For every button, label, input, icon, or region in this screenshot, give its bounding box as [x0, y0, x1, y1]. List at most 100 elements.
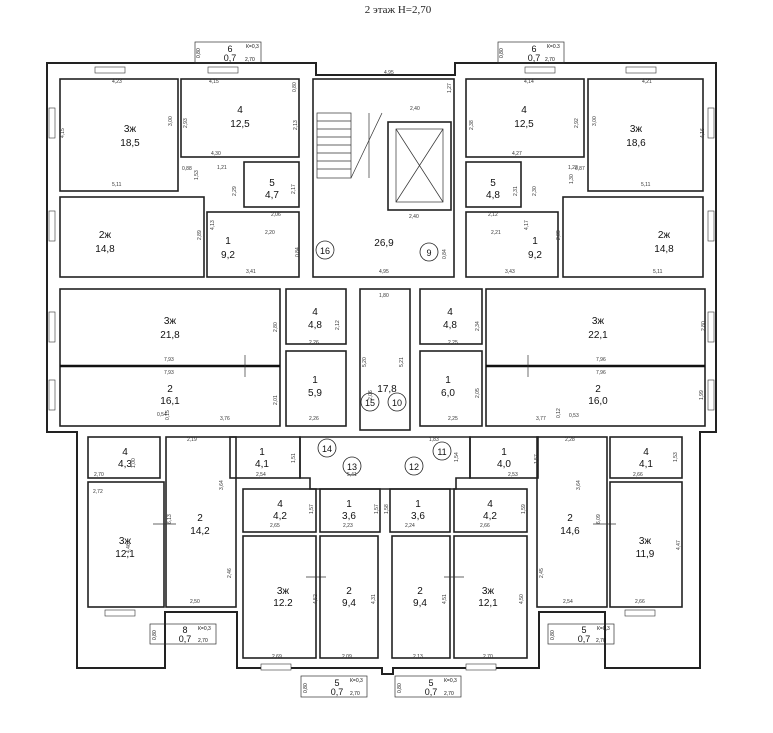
dimension-label: 2,21	[491, 230, 501, 236]
dimension-label: 2,70	[483, 654, 493, 660]
svg-text:5: 5	[428, 678, 433, 688]
dimension-label: 0,84	[295, 247, 301, 257]
svg-text:12,5: 12,5	[230, 119, 250, 130]
room-r31	[391, 535, 451, 659]
dimension-label: 0,53	[569, 413, 579, 419]
room-r28	[319, 535, 379, 659]
svg-text:0,80: 0,80	[550, 630, 556, 640]
svg-text:1: 1	[501, 447, 507, 458]
dimension-label: 1,57	[309, 504, 315, 514]
room-r27	[242, 535, 317, 659]
dimension-label: 2,29	[232, 186, 238, 196]
svg-text:12,1: 12,1	[478, 598, 498, 609]
dimension-label: 2,09	[342, 654, 352, 660]
svg-text:3ж: 3ж	[119, 536, 132, 547]
svg-text:16,0: 16,0	[588, 396, 608, 407]
svg-text:5: 5	[490, 178, 496, 189]
svg-text:0,7: 0,7	[179, 634, 192, 644]
windows	[48, 66, 715, 671]
dimension-label: 2,17	[291, 184, 297, 194]
svg-text:5: 5	[269, 178, 275, 189]
dimension-label: 4,47	[676, 540, 682, 550]
apartment-markers: 16 9 15 10 14 11 13 12	[315, 240, 452, 476]
dimension-label: 4,14	[524, 79, 534, 85]
room-r10	[465, 211, 559, 278]
svg-text:2ж: 2ж	[99, 230, 112, 241]
dimension-label: 1,53	[194, 170, 200, 180]
dimension-label: 3,43	[505, 269, 515, 275]
svg-text:3ж: 3ж	[482, 586, 495, 597]
dimension-label: 1,21	[217, 165, 227, 171]
dimension-label: 1,30	[569, 174, 575, 184]
dimension-label: 0,87	[575, 166, 585, 172]
floor-title: 2 этаж Н=2,70	[365, 4, 432, 16]
svg-text:5,9: 5,9	[308, 388, 322, 399]
svg-text:1: 1	[415, 499, 421, 510]
dimension-label: 4,23	[112, 79, 122, 85]
svg-text:9,2: 9,2	[221, 250, 235, 261]
svg-text:14,8: 14,8	[95, 244, 115, 255]
dimension-label: 1,58	[384, 504, 390, 514]
svg-text:14,8: 14,8	[654, 244, 674, 255]
dimension-label: 2,40	[409, 214, 419, 220]
dimension-label: 2,54	[563, 599, 573, 605]
dimension-label: 5,41	[347, 472, 357, 478]
svg-text:0,7: 0,7	[425, 687, 438, 697]
dimension-label: 2,13	[293, 120, 299, 130]
svg-text:4: 4	[277, 499, 283, 510]
svg-text:3ж: 3ж	[124, 124, 137, 135]
svg-text:5: 5	[334, 678, 339, 688]
dimension-label: 4,31	[371, 594, 377, 604]
dimension-label: 2,28	[565, 437, 575, 443]
svg-text:2: 2	[197, 513, 203, 524]
room-r21	[87, 436, 161, 479]
svg-text:2: 2	[567, 513, 573, 524]
svg-text:12,1: 12,1	[115, 549, 135, 560]
dimension-label: 1,99	[699, 390, 705, 400]
svg-text:4: 4	[312, 307, 318, 318]
svg-text:10: 10	[392, 398, 402, 408]
dimension-label: 5,20	[362, 357, 368, 367]
dimension-label: 5,21	[399, 357, 405, 367]
dimension-label: 4,51	[442, 594, 448, 604]
svg-text:4: 4	[122, 447, 128, 458]
dimension-label: 2,93	[183, 118, 189, 128]
svg-text:8: 8	[182, 625, 187, 635]
svg-text:6: 6	[531, 44, 536, 54]
svg-text:0,7: 0,7	[224, 53, 237, 63]
svg-text:26,9: 26,9	[374, 238, 394, 249]
dimension-label: 1,80	[379, 293, 389, 299]
room-r5	[206, 211, 300, 278]
dimension-label: 7,96	[596, 357, 606, 363]
svg-text:3,6: 3,6	[411, 511, 425, 522]
balcony-top-right: 6 0,7 К=0.3 2,70 0,80	[497, 41, 565, 64]
balcony-bottom-center-right: 5 0,7 К=0,3 2,70 0,80	[394, 675, 462, 698]
room-r8	[587, 78, 704, 192]
room-r3	[243, 161, 300, 208]
svg-text:3ж: 3ж	[592, 316, 605, 327]
balcony-bottom-left: 8 0,7 К=0,3 2,70 0,80	[149, 623, 217, 645]
dimension-label: 1,83	[429, 437, 439, 443]
dimension-label: 2,80	[701, 321, 707, 331]
dimension-label: 7,96	[596, 370, 606, 376]
room-r36	[609, 481, 683, 608]
room-r12-r14	[59, 288, 281, 427]
svg-text:4,8: 4,8	[486, 190, 500, 201]
svg-text:13: 13	[347, 462, 357, 472]
dimension-label: 4,15	[209, 79, 219, 85]
dimension-label: 0,88	[182, 166, 192, 172]
dimension-label: 1,57	[534, 454, 540, 464]
dimension-label: 2,25	[448, 340, 458, 346]
dimension-label: 2,46	[227, 568, 233, 578]
dimension-label: 2,26	[309, 340, 319, 346]
svg-text:2: 2	[595, 384, 601, 395]
dimension-label: 2,05	[475, 388, 481, 398]
dimension-label: 3,64	[219, 480, 225, 490]
dimension-label: 2,31	[513, 186, 519, 196]
room-r22	[87, 481, 165, 608]
svg-text:9,4: 9,4	[342, 598, 356, 609]
dimension-label: 3,41	[246, 269, 256, 275]
dimension-label: 2,72	[93, 489, 103, 495]
